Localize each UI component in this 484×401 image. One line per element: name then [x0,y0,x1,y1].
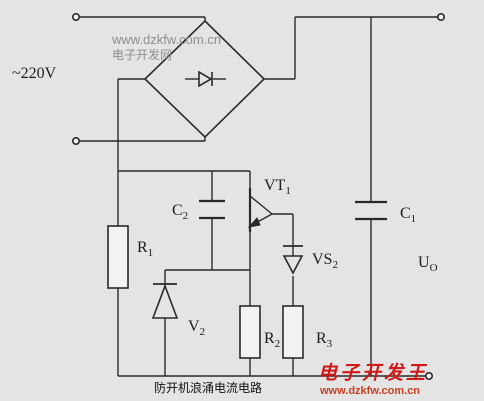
diagram-caption: 防开机浪涌电流电路 [154,380,262,395]
wires [76,16,438,377]
watermark-name-top: 电子开发网 [112,47,172,62]
diode-v2 [151,282,179,322]
bridge-diode-icon [198,70,213,88]
label-r1: R1 [137,239,153,259]
label-input-voltage: ~220V [12,65,57,82]
watermark-url-bottom: www.dzkfw.com.cn [319,385,420,397]
label-vs2: VS2 [312,251,338,271]
zener-vs2 [282,245,304,275]
watermark-logo-bottom: 电子开发王 [318,362,428,384]
label-c2: C2 [172,202,188,222]
transistor-vt1 [247,188,273,232]
capacitor-c1 [355,200,387,221]
resistor-r1-icon [107,225,129,289]
resistor-r3-icon [282,305,304,359]
label-r3: R3 [316,330,333,350]
bridge-outline [143,19,266,139]
rectifier-bridge [143,19,266,139]
label-v2: V2 [188,318,205,338]
output-terminal-ground [424,371,433,380]
output-terminal-positive [436,13,445,22]
resistor-r2-icon [239,305,261,359]
input-terminal-top [72,13,81,22]
watermark-url-top: www.dzkfw.com.cn [111,32,221,47]
label-r2: R2 [264,330,280,350]
vt1-emitter-arrow-icon [247,217,261,228]
v2-triangle-icon [151,283,179,319]
vt1-collector-lead [249,195,273,215]
input-terminal-bottom [72,137,81,146]
label-uo: UO [418,254,438,274]
label-c1: C1 [400,205,416,225]
vs2-triangle-icon [282,255,304,275]
capacitor-c2 [199,199,225,220]
label-vt1: VT1 [264,177,291,197]
